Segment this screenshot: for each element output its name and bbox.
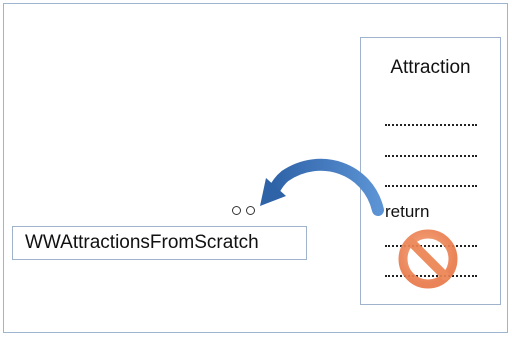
code-line-dots: [385, 275, 477, 277]
function-title: Attraction: [390, 57, 471, 78]
code-line-dots: [385, 155, 477, 157]
code-line-dots: [385, 185, 477, 187]
code-line-dots: [385, 124, 477, 126]
caller-label: WWAttractionsFromScratch: [25, 232, 259, 253]
code-line-dots: [385, 245, 477, 247]
two-small-circles-icon: [232, 206, 258, 218]
no-entry-icon: [398, 229, 458, 289]
return-statement: return: [385, 202, 430, 221]
curved-return-arrow-icon: [260, 158, 384, 216]
caller-box: WWAttractionsFromScratch: [12, 226, 307, 260]
